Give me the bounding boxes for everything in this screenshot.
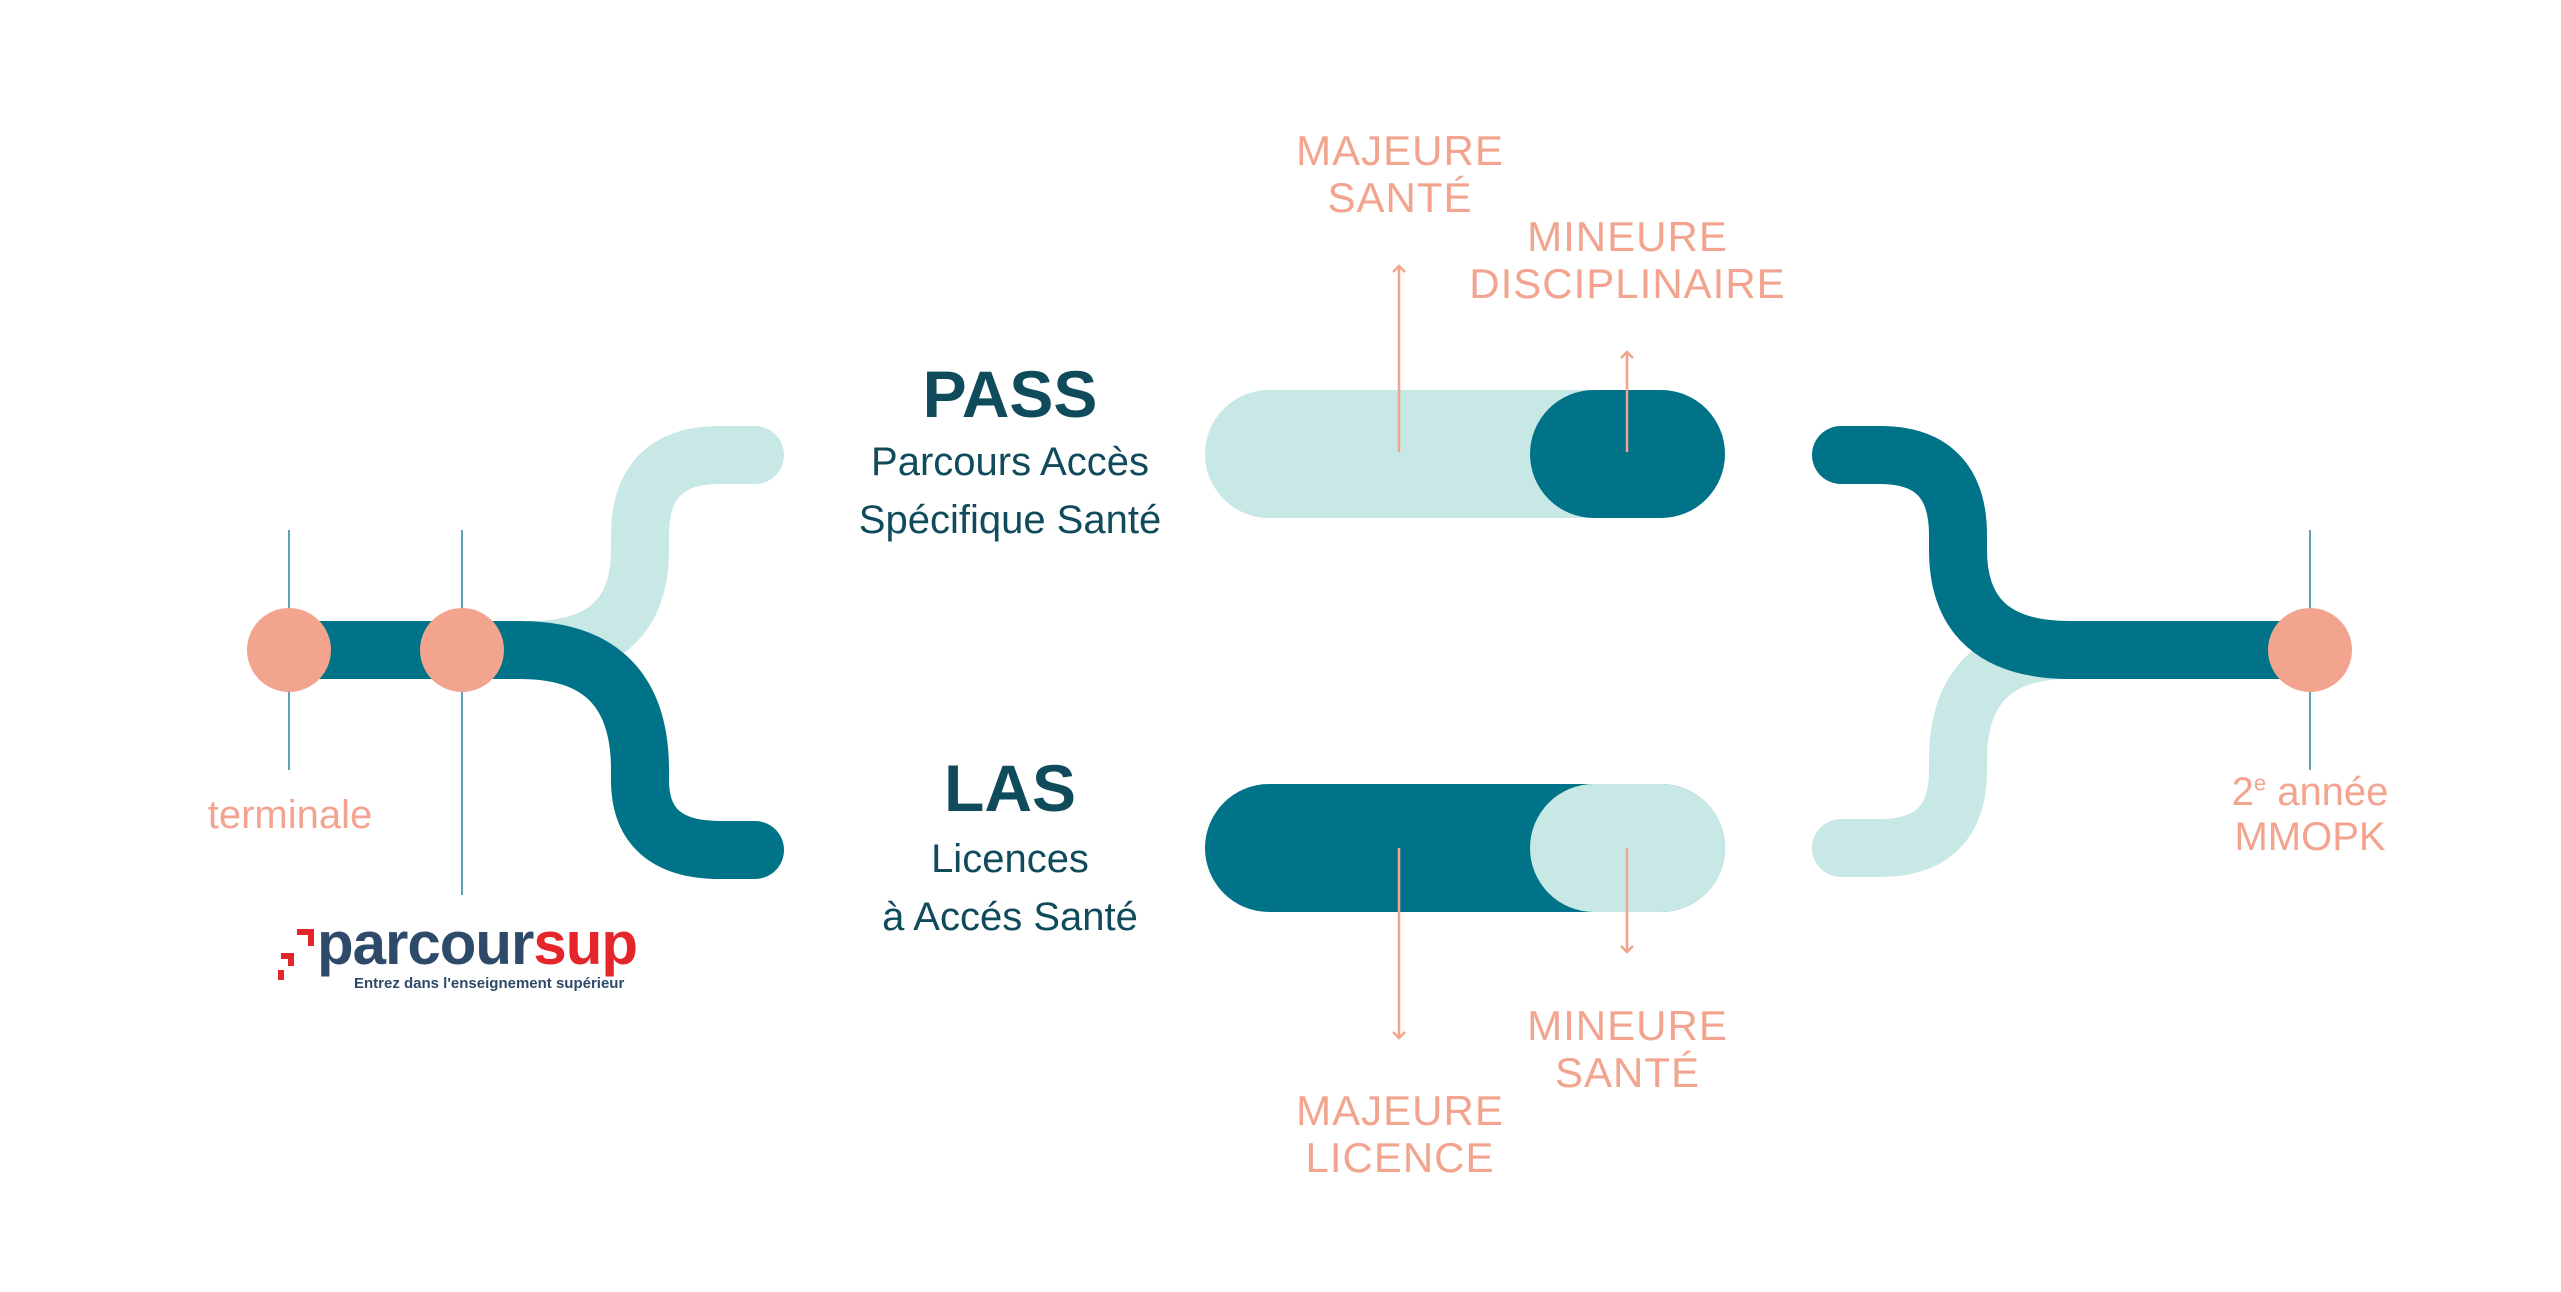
second-year-line2: MMOPK: [2234, 814, 2386, 859]
las-major-line2: LICENCE: [1305, 1134, 1495, 1182]
pass-major-label: MAJEURE SANTÉ: [1290, 127, 1510, 221]
las-subtitle-line1: Licences: [931, 837, 1089, 881]
branch-to-pass: [501, 426, 784, 679]
pass-subtitle-line2: Spécifique Santé: [858, 498, 1162, 542]
logo-arrows-icon: [278, 929, 314, 980]
las-title: LAS: [944, 751, 1076, 825]
las-minor-line1: MINEURE: [1527, 1002, 1728, 1049]
las-major-line1: MAJEURE: [1296, 1087, 1504, 1134]
main-line-left: [260, 621, 784, 879]
pass-title: PASS: [922, 357, 1098, 431]
second-year-line1: 2e année: [2231, 770, 2389, 814]
parcoursup-logo: parcoursup Entrez dans l'enseignement su…: [277, 914, 657, 1004]
parcoursup-dot: [420, 608, 504, 692]
las-subtitle-line2: à Accés Santé: [882, 895, 1138, 939]
logo-wordmark: parcoursup: [317, 910, 638, 977]
second-year-dot: [2268, 608, 2352, 692]
pass-minor-line2: DISCIPLINAIRE: [1469, 260, 1786, 308]
las-minor-line2: SANTÉ: [1554, 1049, 1701, 1097]
main-line-right: [1812, 426, 2339, 679]
pass-subtitle-line1: Parcours Accès: [871, 440, 1149, 484]
terminale-label: terminale: [207, 793, 373, 837]
pass-major-line2: SANTÉ: [1327, 174, 1473, 222]
pass-minor-line1: MINEURE: [1527, 213, 1728, 260]
pass-subtitle: Parcours Accès Spécifique Santé: [800, 433, 1220, 549]
pass-minor-pill: [1530, 390, 1725, 518]
pass-major-line1: MAJEURE: [1296, 127, 1504, 174]
second-year-label: 2e année MMOPK: [2180, 770, 2440, 860]
las-subtitle: Licences à Accés Santé: [800, 830, 1220, 946]
branch-from-las: [1812, 621, 2099, 877]
las-major-label: MAJEURE LICENCE: [1290, 1087, 1510, 1181]
terminale-dot: [247, 608, 331, 692]
pass-minor-label: MINEURE DISCIPLINAIRE: [1460, 213, 1795, 307]
logo-tagline: Entrez dans l'enseignement supérieur: [354, 975, 625, 992]
las-minor-label: MINEURE SANTÉ: [1480, 1002, 1775, 1096]
